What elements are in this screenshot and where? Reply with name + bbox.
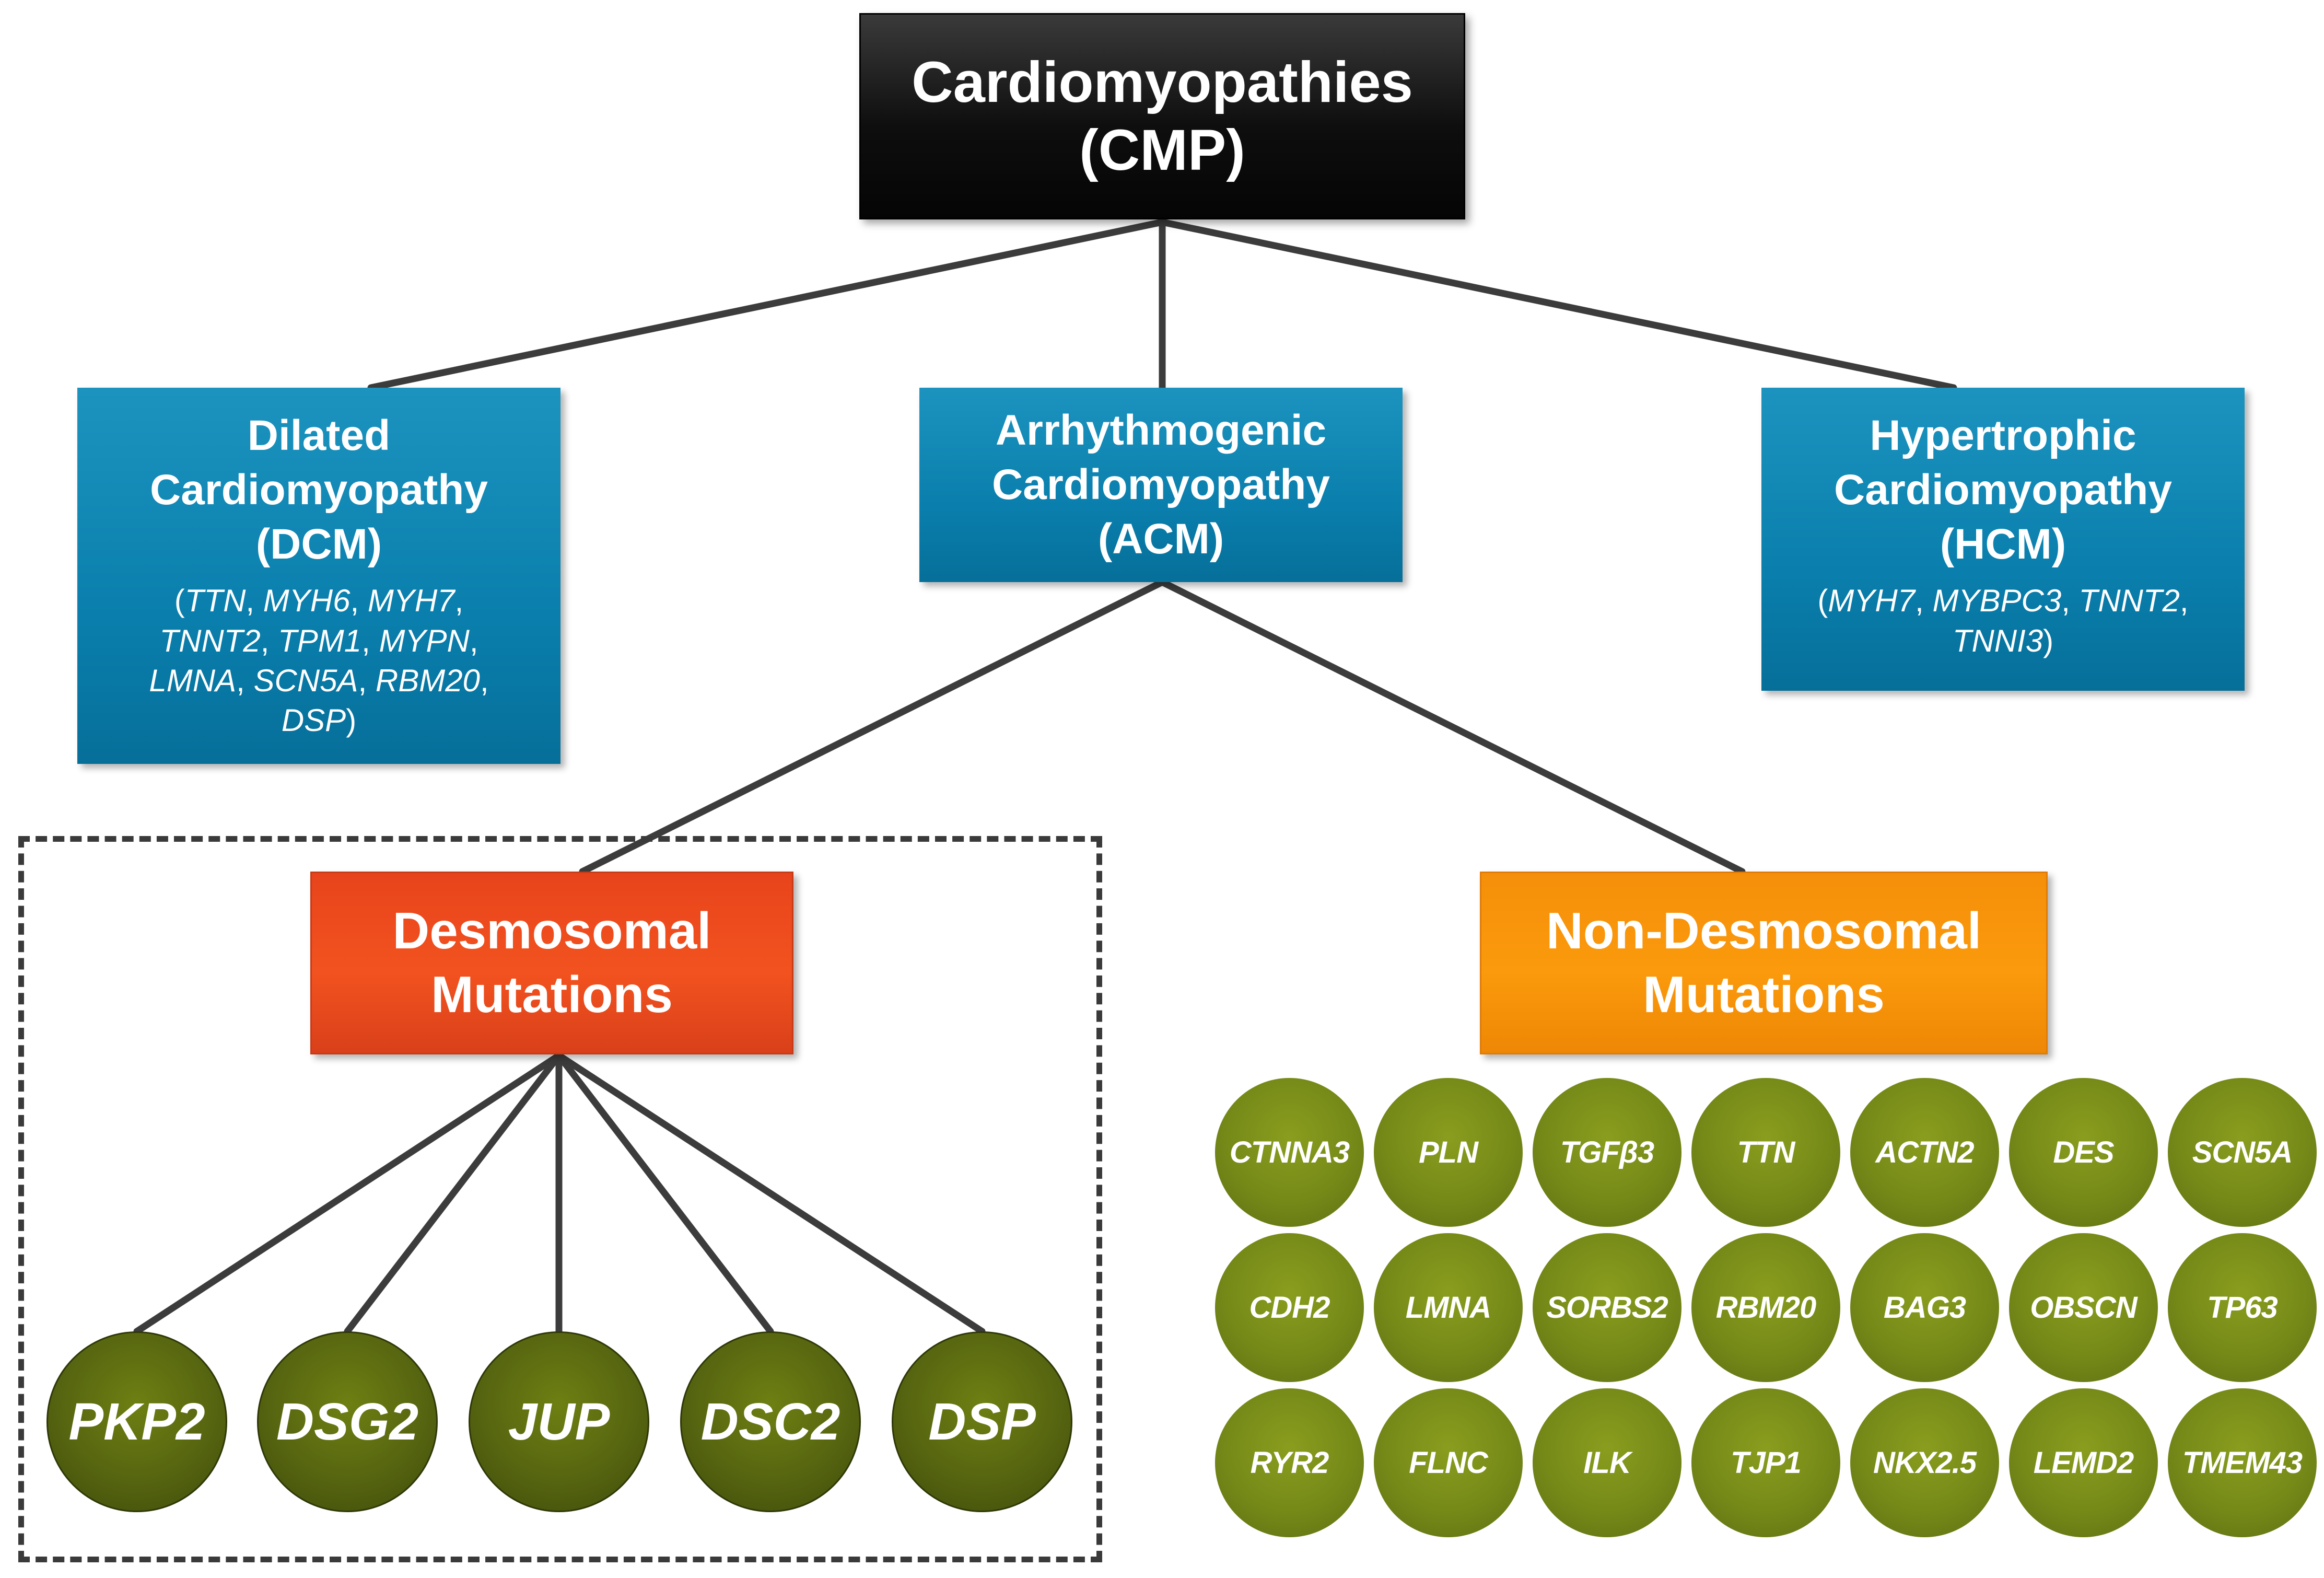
edge-desmo-dsc2 [555, 1052, 774, 1335]
non-desmosomal-label-line: Mutations [1643, 966, 1885, 1023]
edge-desmo-pkp2 [133, 1052, 563, 1335]
dcm-gene: TPM1 [278, 623, 362, 658]
hcm-gene: MYH7 [1828, 583, 1916, 619]
gene-circle-lmna: LMNA [1374, 1233, 1523, 1382]
acm-title-line: (ACM) [1097, 515, 1224, 563]
hcm-box: Hypertrophic Cardiomyopathy (HCM) (MYH7,… [1761, 388, 2245, 691]
hcm-title-line: Cardiomyopathy [1834, 466, 2172, 514]
gene-circle-bag3: BAG3 [1850, 1233, 1999, 1382]
desmosomal-label-line: Desmosomal [392, 902, 711, 960]
gene-circle-des: DES [2009, 1078, 2158, 1227]
dcm-gene-list: (TTN, MYH6, MYH7, TNNT2, TPM1, MYPN, LMN… [149, 583, 489, 738]
cmp-title: Cardiomyopathies [912, 50, 1413, 114]
edge-cmp-hcm [1159, 218, 1957, 391]
gene-circle-ttn: TTN [1691, 1078, 1840, 1227]
gene-circle-ilk: ILK [1533, 1388, 1681, 1537]
gene-circle-tgfb3: TGFβ3 [1533, 1078, 1681, 1227]
hcm-gene-list: (MYH7, MYBPC3, TNNT2, TNNI3) [1817, 583, 2189, 658]
gene-circle-ryr2: RYR2 [1215, 1388, 1364, 1537]
gene-circle-ctnna3: CTNNA3 [1215, 1078, 1364, 1227]
dcm-gene: MYH6 [263, 583, 351, 619]
gene-circle-cdh2: CDH2 [1215, 1233, 1364, 1382]
gene-circle-dsp: DSP [892, 1331, 1072, 1512]
acm-title-line: Arrhythmogenic [995, 406, 1327, 454]
gene-circle-sorbs2: SORBS2 [1533, 1233, 1681, 1382]
acm-box: Arrhythmogenic Cardiomyopathy (ACM) [919, 388, 1403, 582]
hcm-title-line: Hypertrophic [1870, 412, 2136, 459]
gene-circle-lemd2: LEMD2 [2009, 1388, 2158, 1537]
gene-circle-scn5a: SCN5A [2168, 1078, 2317, 1227]
dcm-title-line: (DCM) [255, 520, 382, 568]
edge-acm-nondesmosomal [1159, 578, 1746, 875]
non-desmosomal-mutations-box: Non-Desmosomal Mutations [1480, 872, 2048, 1054]
hcm-gene: TNNI3 [1952, 623, 2043, 658]
gene-circle-pln: PLN [1374, 1078, 1523, 1227]
gene-circle-flnc: FLNC [1374, 1388, 1523, 1537]
desmosomal-mutations-box: Desmosomal Mutations [310, 872, 793, 1054]
hcm-title-line: (HCM) [1940, 520, 2066, 568]
cmp-root-box: Cardiomyopathies (CMP) [859, 13, 1465, 219]
non-desmosomal-label-line: Non-Desmosomal [1546, 902, 1982, 960]
dcm-gene: SCN5A [253, 663, 358, 698]
desmosomal-label-line: Mutations [431, 966, 673, 1023]
dcm-box: Dilated Cardiomyopathy (DCM) (TTN, MYH6,… [77, 388, 560, 764]
hcm-gene: TNNT2 [2078, 583, 2180, 619]
dcm-gene: LMNA [149, 663, 237, 698]
gene-circle-nkx2-5: NKX2.5 [1850, 1388, 1999, 1537]
dcm-title-line: Dilated [247, 412, 391, 459]
dcm-gene: DSP [281, 702, 346, 738]
gene-circle-tp63: TP63 [2168, 1233, 2317, 1382]
dcm-gene: MYH7 [367, 583, 455, 619]
edge-desmo-dsg2 [344, 1052, 563, 1335]
gene-circle-tjp1: TJP1 [1691, 1388, 1840, 1537]
dcm-title-line: Cardiomyopathy [150, 466, 488, 514]
hcm-gene: MYBPC3 [1932, 583, 2062, 619]
edge-acm-desmosomal [579, 578, 1166, 875]
gene-circle-actn2: ACTN2 [1850, 1078, 1999, 1227]
gene-circle-jup: JUP [469, 1331, 649, 1512]
gene-circle-pkp2: PKP2 [46, 1331, 227, 1512]
cmp-abbrev: (CMP) [1079, 118, 1245, 182]
dcm-gene: TNNT2 [159, 623, 261, 658]
gene-circle-tmem43: TMEM43 [2168, 1388, 2317, 1537]
desmosomal-group-frame [18, 836, 1102, 1562]
dcm-gene: RBM20 [375, 663, 480, 698]
dcm-gene: TTN [184, 583, 246, 619]
gene-circle-rbm20: RBM20 [1691, 1233, 1840, 1382]
dcm-gene: MYPN [379, 623, 470, 658]
acm-title-line: Cardiomyopathy [992, 460, 1330, 508]
edge-cmp-dcm [367, 218, 1166, 391]
gene-circle-dsc2: DSC2 [680, 1331, 861, 1512]
gene-circle-obscn: OBSCN [2009, 1233, 2158, 1382]
gene-circle-dsg2: DSG2 [257, 1331, 438, 1512]
edge-desmo-dsp [555, 1052, 986, 1335]
